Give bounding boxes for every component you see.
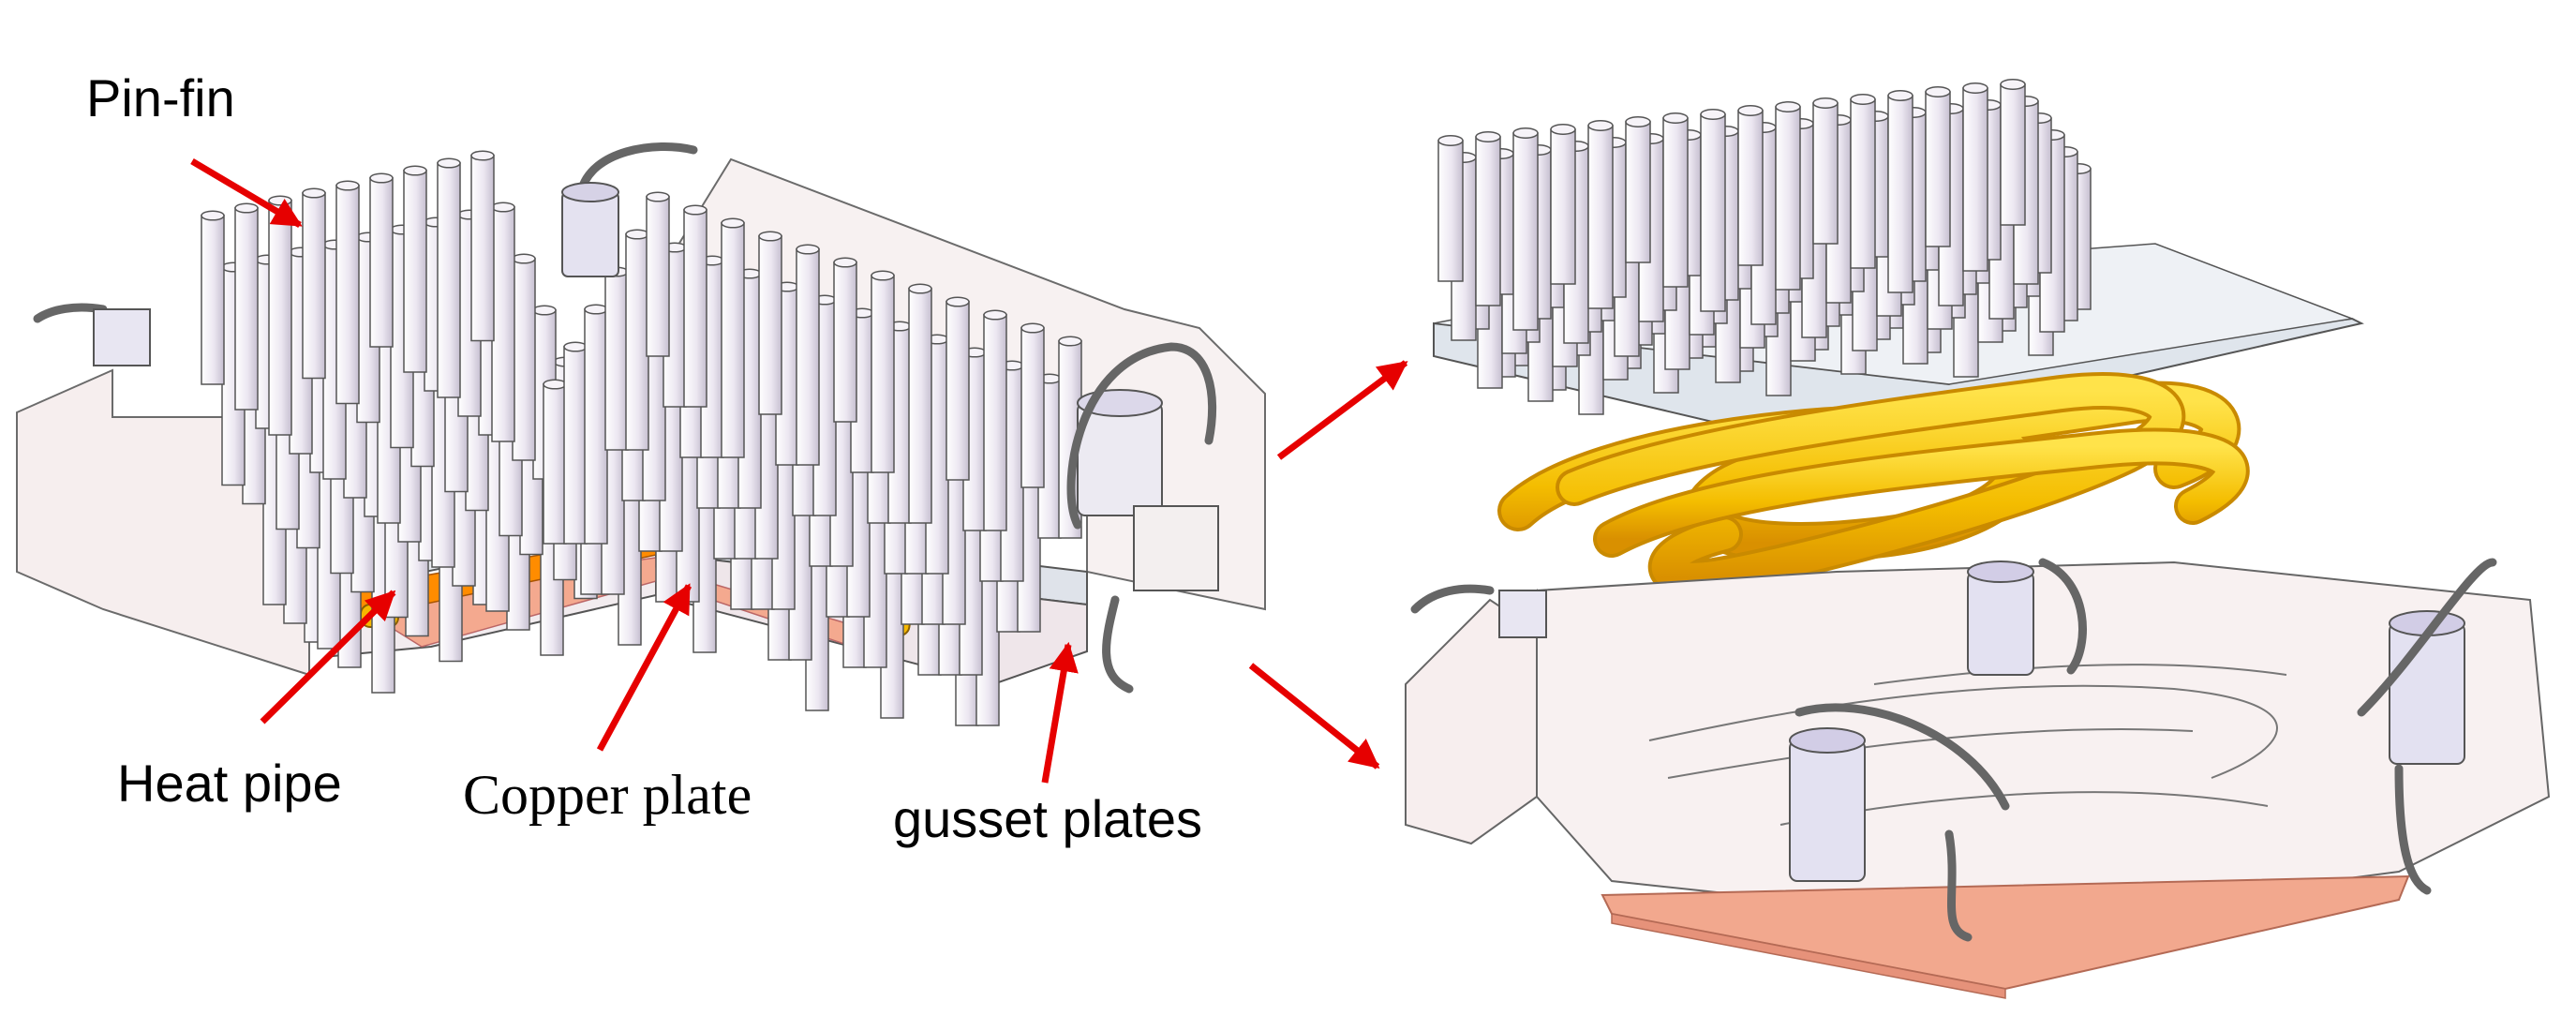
pin-fin	[908, 283, 932, 524]
pin-fin	[335, 180, 360, 405]
label-pin-fin: Pin-fin	[86, 68, 235, 127]
arrow-gusset-plates	[1041, 641, 1079, 784]
exploded-clip-far-left	[1410, 584, 1547, 638]
pin-fin	[1512, 127, 1539, 331]
pin-fin	[403, 165, 427, 373]
pin-fin	[796, 244, 820, 466]
pin-fin	[1020, 322, 1045, 488]
pin-fin	[2000, 79, 2026, 226]
copper-plate	[1601, 874, 2410, 991]
pin-fin	[1700, 109, 1726, 312]
pin-fin	[543, 379, 567, 545]
exploded-cooler	[1405, 79, 2551, 999]
pin-fin	[871, 270, 895, 473]
pin-fin	[563, 341, 588, 545]
pin-fin	[683, 204, 707, 408]
pin-fin	[1587, 120, 1614, 309]
annotation-arrows	[190, 157, 1408, 784]
pin-fin-array-left	[201, 150, 1082, 726]
housing-channels	[1648, 664, 2287, 826]
pin-fin	[1812, 97, 1839, 245]
pin-fin-array-right	[1437, 79, 2092, 415]
exploded-clip-left	[1789, 703, 2010, 942]
pin-fin	[437, 157, 461, 398]
retention-clip-top	[561, 142, 698, 277]
pin-fin	[604, 266, 629, 451]
pin-fin	[646, 191, 670, 357]
heat-pipe-coil	[1497, 372, 2250, 597]
pin-fin	[1625, 116, 1651, 263]
pin-fin	[268, 195, 292, 436]
pin-fin	[721, 217, 745, 458]
pin-fin	[1925, 86, 1951, 247]
exploded-clip-center	[1967, 558, 2087, 676]
label-heat-pipe: Heat pipe	[117, 754, 342, 813]
label-gusset-plates: gusset plates	[893, 789, 1202, 848]
pin-fin	[1475, 131, 1501, 306]
pin-fin	[1437, 135, 1464, 282]
pin-fin	[369, 172, 394, 348]
pin-fin	[1887, 90, 1913, 293]
arrow-to-exploded-top	[1276, 360, 1408, 460]
arrow-heat-pipe	[260, 590, 396, 725]
pin-fin	[1850, 94, 1876, 269]
pin-fin	[234, 202, 259, 411]
arrow-to-exploded-bottom	[1248, 663, 1380, 769]
pin-fin	[491, 202, 515, 442]
copper-plate-side	[1611, 913, 2006, 999]
retention-clip-left	[33, 303, 151, 366]
label-copper-plate: Copper plate	[463, 764, 752, 826]
pin-fin	[946, 296, 970, 481]
pin-fin	[584, 304, 608, 545]
pin-fin	[201, 210, 225, 385]
pin-fin	[758, 231, 782, 415]
retention-clip-right	[1066, 342, 1219, 694]
exploded-clip-right	[2357, 558, 2497, 895]
pin-fin	[302, 187, 326, 380]
pin-fin	[1775, 101, 1801, 291]
assembled-cooler	[16, 142, 1266, 726]
arrow-pin-fin	[190, 157, 303, 229]
arrow-copper-plate	[596, 583, 692, 752]
pin-fin	[512, 253, 536, 461]
pin-fin	[1962, 82, 1988, 272]
pin-fin	[983, 309, 1007, 531]
pin-fin	[470, 150, 495, 342]
pin-fin	[833, 257, 857, 423]
pin-fin	[625, 229, 649, 451]
pin-fin	[1550, 124, 1576, 285]
pin-fin	[1662, 112, 1689, 288]
pin-fin	[1737, 105, 1764, 266]
